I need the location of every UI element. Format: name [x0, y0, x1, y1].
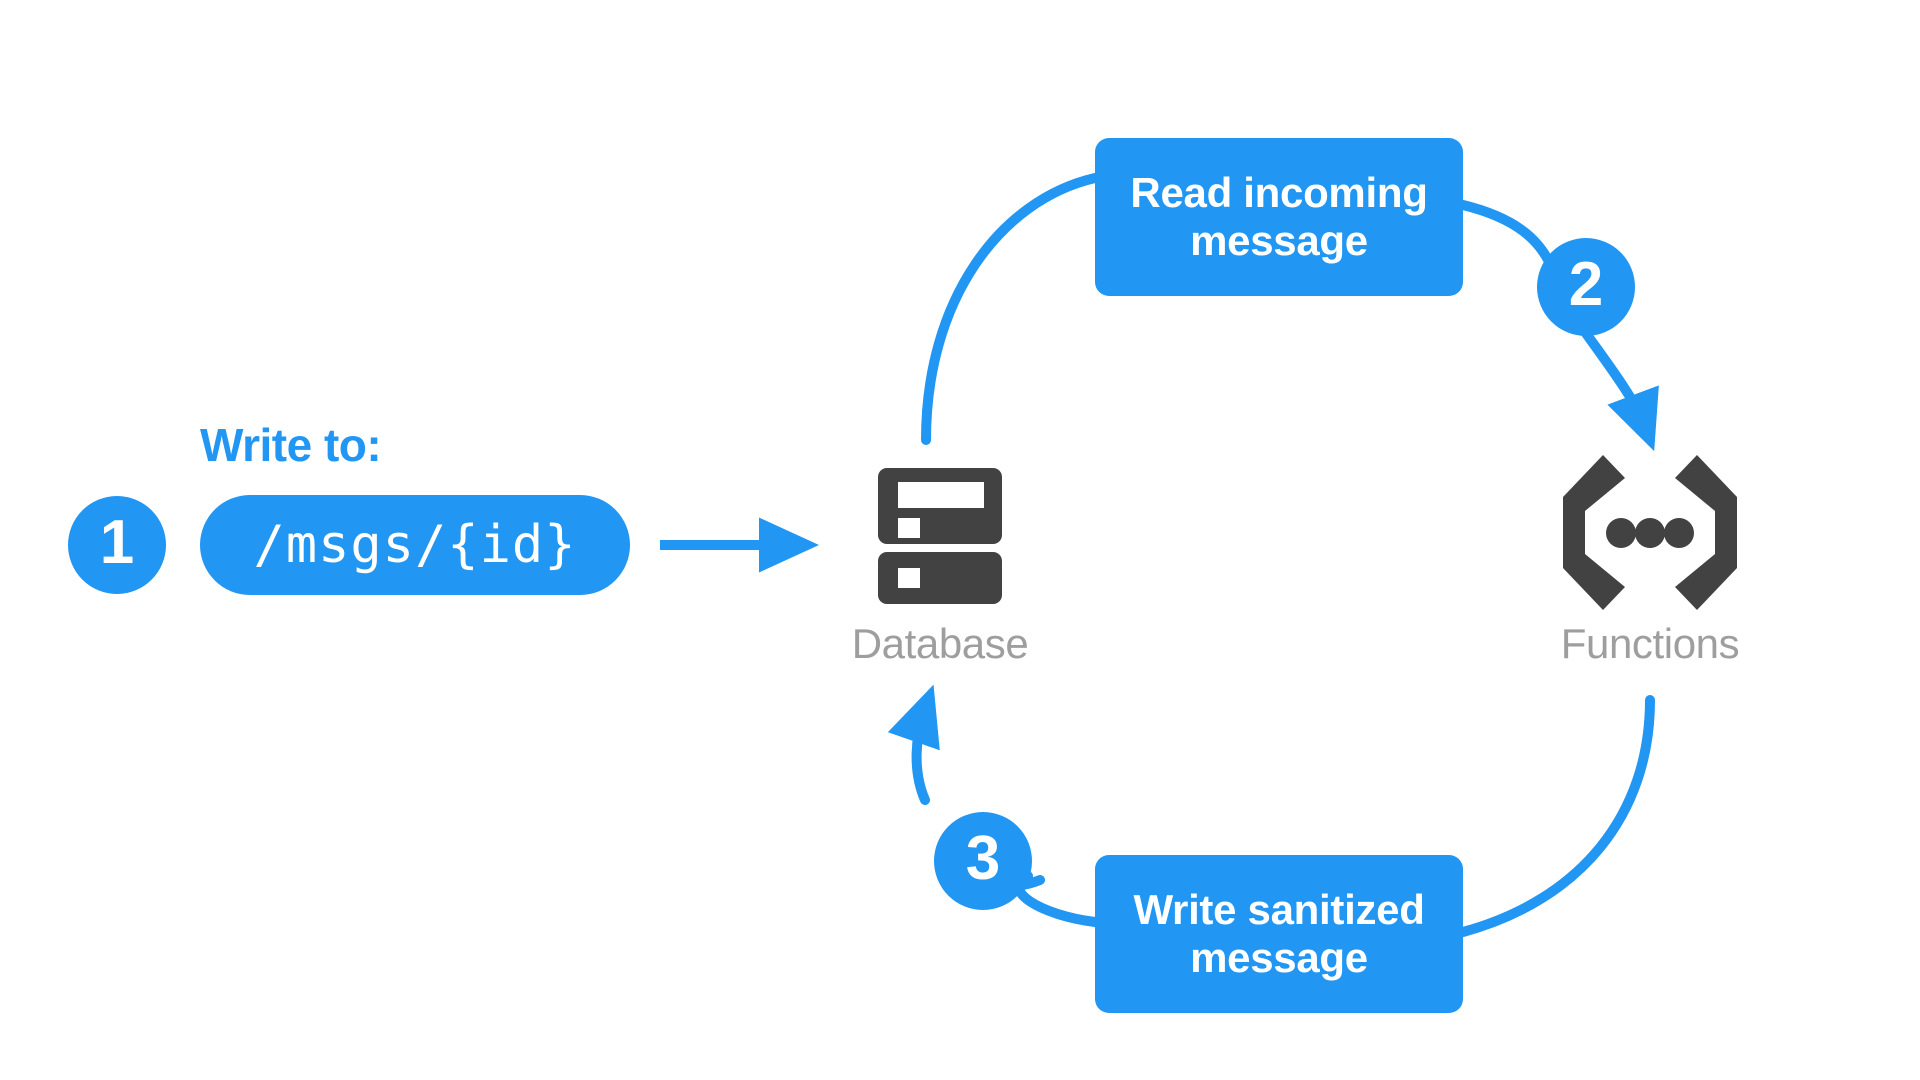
box-write-line-2: message — [1190, 934, 1368, 981]
step-badge-2: 2 — [1537, 238, 1635, 336]
box-read-incoming-message[interactable]: Read incoming message — [1095, 138, 1463, 296]
node-database[interactable]: Database — [830, 460, 1050, 668]
edge-functions-to-write — [1458, 695, 1655, 937]
write-to-label: Write to: — [200, 419, 382, 471]
node-label-database: Database — [851, 620, 1029, 667]
box-write-sanitized-message[interactable]: Write sanitized message — [1095, 855, 1463, 1013]
database-icon — [865, 460, 1015, 610]
box-read-line-1: Read incoming — [1130, 169, 1428, 217]
node-functions[interactable]: Functions — [1535, 455, 1765, 668]
box-write-sanitized-message-label: Write sanitized message — [1113, 886, 1445, 982]
step-badge-1: 1 — [68, 496, 166, 594]
step-badge-3: 3 — [934, 812, 1032, 910]
functions-braces-icon — [1555, 455, 1745, 610]
box-read-line-2: message — [1190, 217, 1368, 264]
node-label-functions: Functions — [1560, 620, 1740, 667]
edge-database-to-read — [921, 173, 1100, 445]
box-read-incoming-message-label: Read incoming message — [1113, 169, 1445, 265]
path-pill[interactable]: /msgs/{id} — [200, 495, 630, 595]
box-write-line-1: Write sanitized — [1133, 886, 1425, 934]
